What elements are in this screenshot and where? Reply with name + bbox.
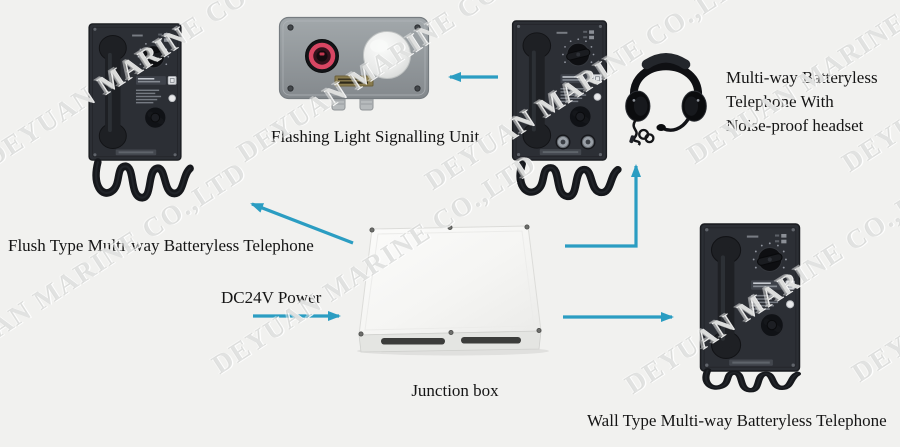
flush-telephone-label: Flush Type Multi-way Batteryless Telepho…: [8, 236, 314, 255]
headset-telephone-label: Multi-way Batteryless Telephone With Noi…: [726, 66, 878, 138]
headset-telephone-label-line3: Noise-proof headset: [726, 116, 864, 135]
headset-telephone-label-line2: Telephone With: [726, 92, 834, 111]
dc24v-power-label: DC24V Power: [221, 288, 322, 307]
wall-telephone-label: Wall Type Multi-way Batteryless Telephon…: [587, 411, 887, 430]
arrow-junction-to-flush-telephone: [250, 202, 354, 245]
arrow-junction-to-headset: [565, 164, 641, 248]
headset-telephone-label-line1: Multi-way Batteryless: [726, 68, 878, 87]
flashing-light-unit-label: Flashing Light Signalling Unit: [271, 127, 480, 146]
junction-box-label: Junction box: [411, 381, 499, 400]
